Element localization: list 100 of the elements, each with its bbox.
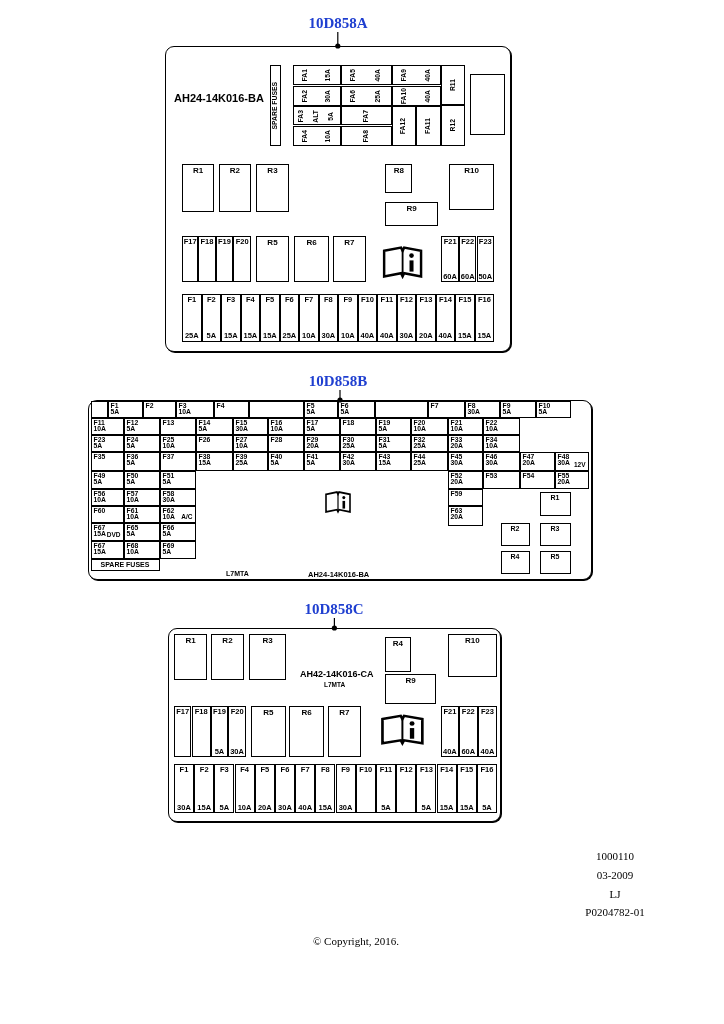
fuse-slot xyxy=(396,293,417,342)
slot-number: R10 xyxy=(464,166,480,175)
relay-slot xyxy=(385,673,437,705)
fuse-slot xyxy=(182,293,202,342)
fuse-slot xyxy=(464,400,500,418)
fuse-slot xyxy=(90,451,124,471)
fuse-slot xyxy=(315,763,336,814)
fuse-slot xyxy=(182,235,199,283)
fuse-slot xyxy=(201,293,222,342)
slot-number: R1 xyxy=(192,166,204,175)
fuse-slot xyxy=(340,125,392,147)
fuse-slot xyxy=(396,763,417,814)
fuse-slot xyxy=(416,763,437,814)
fuse-slot xyxy=(427,400,465,418)
fuse-slot xyxy=(458,705,478,758)
fuse-slot xyxy=(554,451,589,471)
reference-code: LJ xyxy=(609,888,621,900)
slot-number: R7 xyxy=(339,708,350,717)
leader-line xyxy=(335,31,341,49)
fuse-slot xyxy=(447,505,483,526)
fuse-slot xyxy=(441,64,466,105)
fuse-slot xyxy=(221,293,241,342)
relay-slot xyxy=(255,163,290,212)
fuse-slot xyxy=(191,705,211,758)
fuse-box-label xyxy=(168,628,501,822)
relay-slot xyxy=(289,705,325,758)
leader-line xyxy=(337,389,343,403)
fuse-slot xyxy=(391,106,416,147)
slot-number: R2 xyxy=(222,636,233,645)
slot-number: R4 xyxy=(392,640,403,649)
slot-number: R6 xyxy=(301,708,312,717)
relay-slot xyxy=(539,550,571,574)
relay-slot xyxy=(218,163,251,212)
fuse-slot xyxy=(377,293,397,342)
fuse-slot xyxy=(292,125,341,147)
fuse-slot xyxy=(214,763,235,814)
copyright-note: © Copyright, 2016. xyxy=(313,935,399,947)
fuse-slot xyxy=(340,64,392,86)
relay-slot xyxy=(327,705,362,758)
fuse-slot xyxy=(499,400,536,418)
slot-number: R3 xyxy=(267,166,278,175)
fuse-slot xyxy=(240,293,261,342)
fuse-slot xyxy=(535,400,571,418)
leader-line xyxy=(331,617,337,631)
reference-code: P0204782-01 xyxy=(585,906,645,918)
fuse-slot xyxy=(228,705,246,758)
fuse-slot xyxy=(391,85,442,107)
relay-slot xyxy=(210,633,245,681)
fuse-slot xyxy=(441,104,466,147)
fuse-slot xyxy=(357,293,378,342)
relay-slot xyxy=(385,163,413,193)
panel-title: 10D858C xyxy=(294,600,374,618)
blank-slot xyxy=(470,74,506,136)
fuse-slot xyxy=(476,763,498,814)
relay-slot xyxy=(449,163,495,211)
fuse-slot xyxy=(303,400,338,418)
fuse-slot xyxy=(295,763,316,814)
fuse-slot xyxy=(254,763,275,814)
fuse-slot xyxy=(292,64,341,86)
relay-slot xyxy=(255,235,290,283)
relay-slot xyxy=(447,633,498,678)
fuse-slot xyxy=(340,106,392,126)
fuse-slot xyxy=(435,293,456,342)
blank-slot xyxy=(90,400,108,418)
fuse-slot xyxy=(415,106,442,147)
blank-slot xyxy=(374,400,428,418)
fuse-slot xyxy=(107,400,143,418)
fuse-slot xyxy=(337,400,375,418)
slot-number: R8 xyxy=(393,166,404,175)
fuse-slot xyxy=(375,763,397,814)
relay-slot xyxy=(173,633,208,681)
fuse-slot xyxy=(477,705,498,758)
fuse-slot xyxy=(173,705,192,758)
fuse-slot xyxy=(474,293,495,342)
fuse-slot xyxy=(173,763,195,814)
relay-slot xyxy=(539,491,571,516)
fuse-slot xyxy=(299,293,319,342)
slot-number: R9 xyxy=(406,205,417,214)
fuse-slot xyxy=(391,64,442,86)
relay-slot xyxy=(385,637,411,673)
relay-slot xyxy=(332,235,367,283)
slot-number: R5 xyxy=(267,238,278,247)
part-number: AH24-14K016-BA xyxy=(174,92,264,104)
relay-slot xyxy=(385,202,439,227)
relay-slot xyxy=(500,550,530,574)
fuse-slot xyxy=(194,763,215,814)
fuse-slot xyxy=(233,235,251,283)
fuse-slot xyxy=(279,293,300,342)
fuse-slot xyxy=(416,293,436,342)
fuse-slot xyxy=(234,763,255,814)
fuse-box-label xyxy=(88,400,592,580)
relay-slot xyxy=(500,522,530,546)
slot-number: R6 xyxy=(306,238,317,247)
fuse-slot xyxy=(441,705,459,758)
slot-number: R2 xyxy=(229,166,240,175)
fuse-slot xyxy=(213,400,249,418)
reference-code: 1000110 xyxy=(595,850,635,862)
fuse-slot xyxy=(456,763,477,814)
fuse-slot xyxy=(455,293,475,342)
relay-slot xyxy=(294,235,330,283)
